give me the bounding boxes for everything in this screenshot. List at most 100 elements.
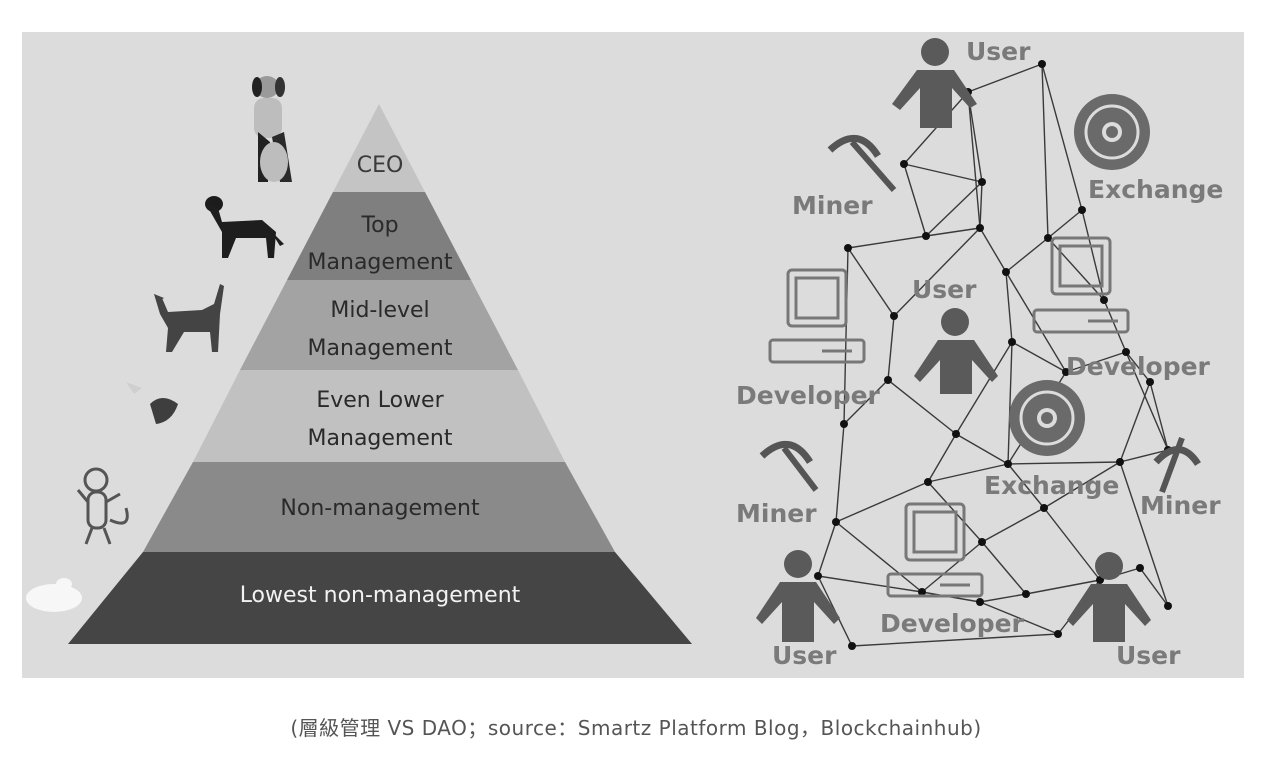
network-node — [924, 478, 932, 486]
network-edge — [1025, 579, 1101, 595]
network-edge — [887, 379, 957, 435]
miner-label-right: Miner — [1140, 491, 1221, 520]
network-edge — [835, 521, 923, 593]
network-node — [1136, 564, 1144, 572]
computer-icon-bottom — [886, 502, 984, 598]
network-edge — [1007, 463, 1045, 509]
network-node — [1044, 234, 1052, 242]
bird-icon — [126, 382, 178, 424]
network-node — [832, 518, 840, 526]
network-edge — [817, 521, 837, 577]
user-icon-top — [892, 38, 977, 128]
network-edge — [1065, 351, 1127, 373]
pyramid-level-mid-level-management — [240, 280, 518, 370]
network-edge — [925, 181, 983, 237]
miner-label-left: Miner — [736, 499, 817, 528]
network-node — [890, 312, 898, 320]
user-label-bottom-right: User — [1116, 641, 1181, 670]
network-node — [1022, 590, 1030, 598]
pyramid-label-ceo: CEO — [357, 153, 404, 178]
network-node — [900, 160, 908, 168]
network-node — [952, 430, 960, 438]
network-edge — [1047, 209, 1083, 239]
network-edge — [955, 341, 1013, 435]
pickaxe-icon-top — [827, 134, 897, 192]
exchange-icon-center — [1009, 380, 1085, 456]
network-node — [1054, 630, 1062, 638]
network-edge — [1007, 341, 1013, 465]
network-edge — [1041, 63, 1083, 211]
network-node — [884, 376, 892, 384]
network-edge — [1011, 341, 1067, 373]
network-edge — [847, 235, 927, 249]
network-node — [1008, 338, 1016, 346]
user-label-center: User — [912, 275, 977, 304]
network-edge — [1125, 351, 1169, 451]
user-label-bottom-left: User — [772, 641, 837, 670]
network-edge — [1005, 271, 1067, 373]
network-edge — [893, 227, 981, 317]
network-node — [1038, 60, 1046, 68]
pyramid-level-ceo — [333, 104, 425, 192]
user-icon-center — [914, 308, 998, 394]
network-edge — [927, 463, 1009, 483]
miner-label-top: Miner — [792, 191, 873, 220]
pyramid-level-even-lower-management — [193, 370, 565, 462]
network-edge — [847, 247, 895, 317]
network-edge — [927, 433, 957, 483]
network-edge — [925, 227, 981, 237]
network-edge — [1119, 449, 1169, 463]
network-node — [1164, 602, 1172, 610]
rottweiler-icon — [205, 196, 284, 258]
network-edge — [1119, 381, 1151, 463]
network-node — [922, 232, 930, 240]
network-edge — [981, 507, 1045, 543]
network-edge — [979, 593, 1027, 603]
computer-icon-right — [1032, 236, 1130, 334]
network-edge — [967, 91, 981, 229]
network-node — [1004, 460, 1012, 468]
pickaxe-icon-left — [759, 440, 819, 492]
network-edge — [1005, 237, 1049, 273]
pyramid-label-lowest-non-management: Lowest non-management — [240, 583, 521, 608]
pyramid-level-non-management — [143, 462, 615, 552]
pickaxe-icon-right — [1153, 436, 1201, 494]
user-icon-bottom-right — [1067, 552, 1151, 642]
network-edge — [921, 541, 983, 593]
network-node — [1062, 368, 1070, 376]
network-node — [1100, 296, 1108, 304]
network-edge — [835, 481, 929, 523]
network-edge — [979, 227, 1007, 273]
animal-icons — [26, 76, 292, 612]
network-node — [814, 572, 822, 580]
network-edge — [1125, 351, 1151, 383]
network-edge — [903, 163, 927, 237]
network-node — [1122, 348, 1130, 356]
exchange-label-top: Exchange — [1088, 175, 1223, 204]
user-icon-bottom-left — [756, 550, 840, 642]
exchange-icon-top — [1074, 94, 1150, 170]
cat-icon — [154, 284, 224, 352]
computer-icon-left — [768, 268, 866, 364]
network-edge — [843, 379, 889, 425]
developer-label-left: Developer — [736, 381, 881, 410]
network-edge — [817, 575, 923, 593]
network-node — [976, 598, 984, 606]
network-node — [976, 224, 984, 232]
dog-icon — [252, 76, 292, 182]
network-node — [1146, 378, 1154, 386]
network-edge — [979, 181, 983, 229]
network-edge — [1041, 63, 1049, 239]
network-edge — [1103, 299, 1127, 353]
network-edge — [1043, 507, 1101, 581]
network-edge — [903, 163, 983, 183]
network-node — [1116, 458, 1124, 466]
network-edge — [1119, 461, 1169, 607]
dao-network: User Exchange Miner User Developer Devel… — [736, 37, 1223, 670]
network-edge — [955, 433, 1009, 465]
